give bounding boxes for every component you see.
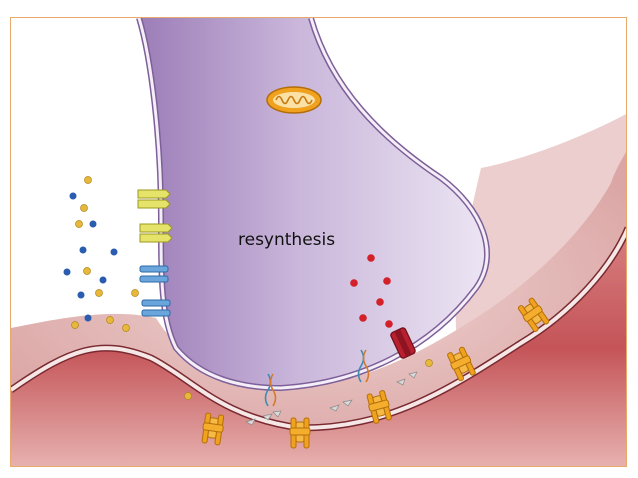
postsynaptic-cell-right — [455, 114, 626, 361]
transporter-icon — [390, 327, 416, 359]
mitochondrion-icon — [266, 86, 322, 114]
diagram-frame: resynthesis — [10, 17, 627, 467]
channel-icon — [141, 299, 171, 317]
red-molecules — [350, 254, 393, 328]
channel-icon — [139, 223, 173, 243]
channel-icon — [137, 189, 171, 209]
yellow-molecules — [71, 176, 433, 400]
label-resynthesis: resynthesis — [238, 230, 336, 250]
breakdown-fragments — [245, 371, 418, 426]
presynaptic-terminal — [139, 18, 488, 388]
synapse-diagram — [11, 18, 626, 466]
postsynaptic-cell — [11, 232, 626, 466]
channel-icon — [139, 265, 169, 283]
blue-molecules — [63, 192, 118, 322]
enzyme-icons — [264, 349, 370, 407]
synaptic-cleft — [11, 151, 626, 428]
